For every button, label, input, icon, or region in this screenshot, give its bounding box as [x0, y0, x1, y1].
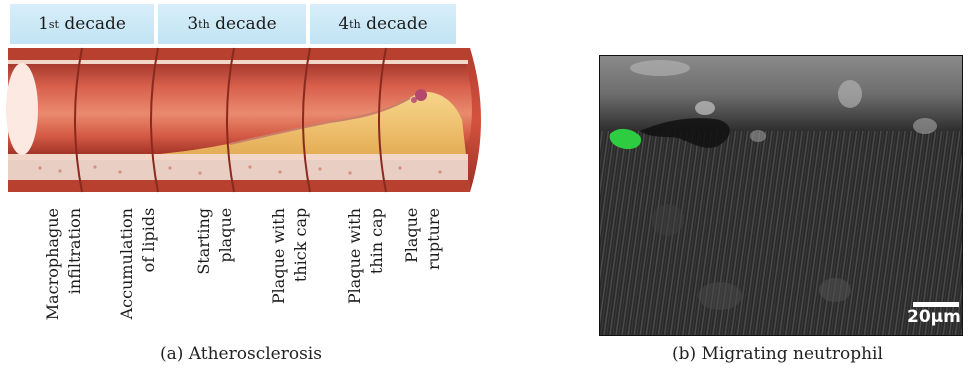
stage-label-line1: Plaque: [402, 208, 421, 263]
artery-cross-section-illustration: [0, 40, 500, 200]
decade-num: 1: [38, 14, 49, 34]
stage-label-line1: Plaque with: [269, 208, 288, 304]
top-intima-line: [8, 60, 468, 64]
bright-cell: [695, 101, 715, 115]
decade-ordinal: st: [49, 18, 59, 31]
stage-label-line2: of lipids: [139, 208, 158, 273]
decade-word: decade: [64, 14, 126, 34]
stage-label-line1: Plaque with: [345, 208, 364, 304]
decade-word: decade: [366, 14, 428, 34]
decade-ordinal: th: [198, 18, 210, 31]
bright-cell: [838, 80, 862, 108]
caption-atherosclerosis: (a) Atherosclerosis: [160, 344, 322, 364]
stage-label-line1: Starting: [194, 208, 213, 275]
decade-ordinal: th: [349, 18, 361, 31]
bright-cell: [630, 60, 690, 76]
stage-label-line1: Macrophague: [43, 208, 62, 320]
stage-label-line2: rupture: [424, 208, 443, 270]
faint-cell: [819, 278, 851, 302]
caption-migrating-neutrophil: (b) Migrating neutrophil: [672, 344, 883, 364]
bright-cell: [913, 118, 937, 134]
rupture-site-clot: [411, 97, 417, 103]
stage-label-line1: Accumulation: [117, 208, 136, 319]
neutrophil-microscopy-image: [599, 55, 963, 336]
decade-word: decade: [215, 14, 277, 34]
scale-bar-label: 20µm: [907, 307, 961, 327]
bottom-adventitia: [8, 180, 470, 192]
vessel-opening: [6, 63, 38, 155]
faint-cell: [652, 204, 684, 236]
decade-num: 3: [187, 14, 198, 34]
bright-cell: [750, 130, 766, 142]
faint-cell: [698, 282, 742, 310]
top-adventitia: [8, 48, 470, 60]
decade-num: 4: [338, 14, 349, 34]
